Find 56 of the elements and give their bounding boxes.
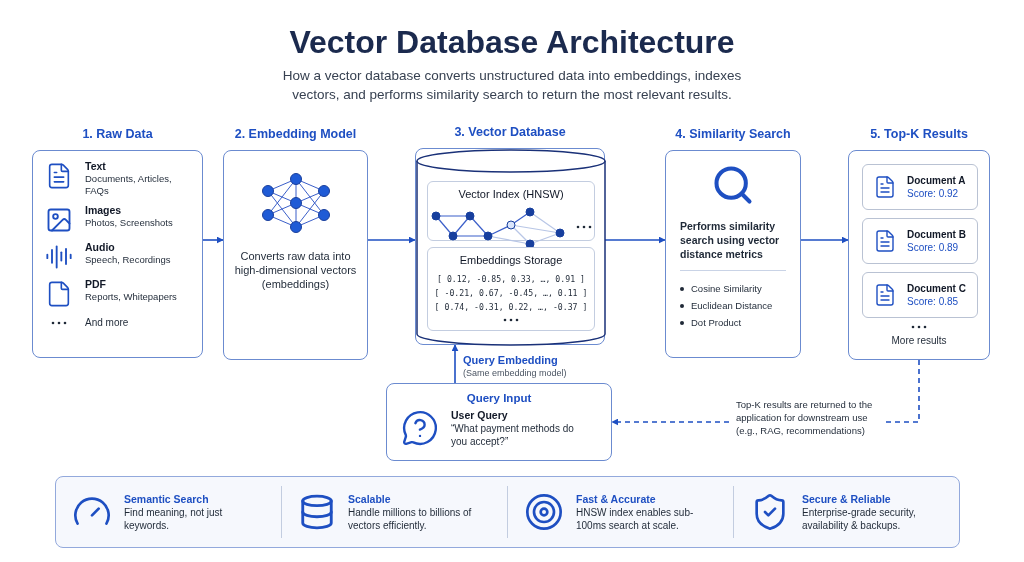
title: Vector Database Architecture (288, 23, 736, 62)
document-card (862, 272, 978, 318)
panel-title: Vector Index (HNSW) (458, 187, 564, 202)
item-title: Images (85, 204, 123, 217)
query-title: User Query (451, 409, 509, 423)
description: Converts raw data into high-dimensional vectors (embeddings) (233, 249, 358, 291)
item-description: Reports, Whitepapers (85, 291, 178, 303)
step-heading: 1. Raw Data (82, 126, 153, 143)
item-title: Audio (85, 241, 116, 254)
feature-description: Handle millions to billions of vectors efficiently. (348, 506, 473, 532)
item-title: And more (85, 316, 129, 330)
subtitle: How a vector database converts unstructured data into embeddings, indexes vectors, and performs similarity search to return the most relevant results. (281, 67, 743, 104)
item-title: PDF (85, 278, 107, 291)
edge-label: Query Embedding (463, 353, 559, 368)
arrow (604, 236, 666, 244)
footer-text: More results (891, 334, 947, 348)
step-heading: 5. Top-K Results (870, 126, 968, 143)
arrow (202, 236, 224, 244)
vector-row-text: [ -0.21, 0.67, -0.45, …, 0.11 ] (434, 286, 588, 300)
feature-description: HNSW index enables sub-100ms search at scale. (576, 506, 695, 532)
feature-title: Secure & Reliable (802, 492, 892, 506)
document-name: Document B (907, 228, 966, 241)
item-title: Text (85, 160, 107, 173)
metric-item: Euclidean Distance (691, 299, 773, 313)
feature-title: Semantic Search (124, 492, 210, 506)
item-description: Speech, Recordings (85, 254, 172, 266)
vector-row-text: [ 0.74, -0.31, 0.22, …, -0.37 ] (434, 300, 588, 314)
feature-title: Fast & Accurate (576, 492, 657, 506)
item-description: Documents, Articles, FAQs (85, 173, 173, 197)
query-input-box (386, 383, 612, 461)
score: Score: 0.92 (907, 187, 960, 200)
arrow (367, 236, 416, 244)
arrow (451, 344, 459, 384)
description: Performs similarity search using vector distance metrics (680, 219, 781, 261)
document-card (862, 218, 978, 264)
document-card (862, 164, 978, 210)
step-heading: 3. Vector Database (454, 124, 566, 141)
document-name: Document A (907, 174, 966, 187)
storage-panel (427, 247, 595, 331)
panel-title: Query Input (466, 391, 532, 406)
feature-description: Enterprise-grade security, availability & backups. (802, 506, 917, 532)
score: Score: 0.89 (907, 241, 960, 254)
edge-note: (Same embedding model) (463, 367, 568, 380)
step-heading: 2. Embedding Model (234, 126, 357, 143)
feature-description: Find meaning, not just keywords. (124, 506, 224, 532)
metric-item: Cosine Similarity (691, 282, 762, 296)
document-name: Document C (907, 282, 966, 295)
query-text: “What payment methods do you accept?” (451, 422, 575, 449)
vector-row-text: [ 0.12, -0.85, 0.33, …, 0.91 ] (437, 272, 585, 286)
item-description: Photos, Screenshots (85, 217, 174, 229)
feature-title: Scalable (348, 492, 392, 506)
score: Score: 0.85 (907, 295, 960, 308)
step-heading: 4. Similarity Search (675, 126, 791, 143)
panel-title: Embeddings Storage (459, 253, 563, 268)
arrow (800, 236, 849, 244)
metric-item: Dot Product (691, 316, 742, 330)
